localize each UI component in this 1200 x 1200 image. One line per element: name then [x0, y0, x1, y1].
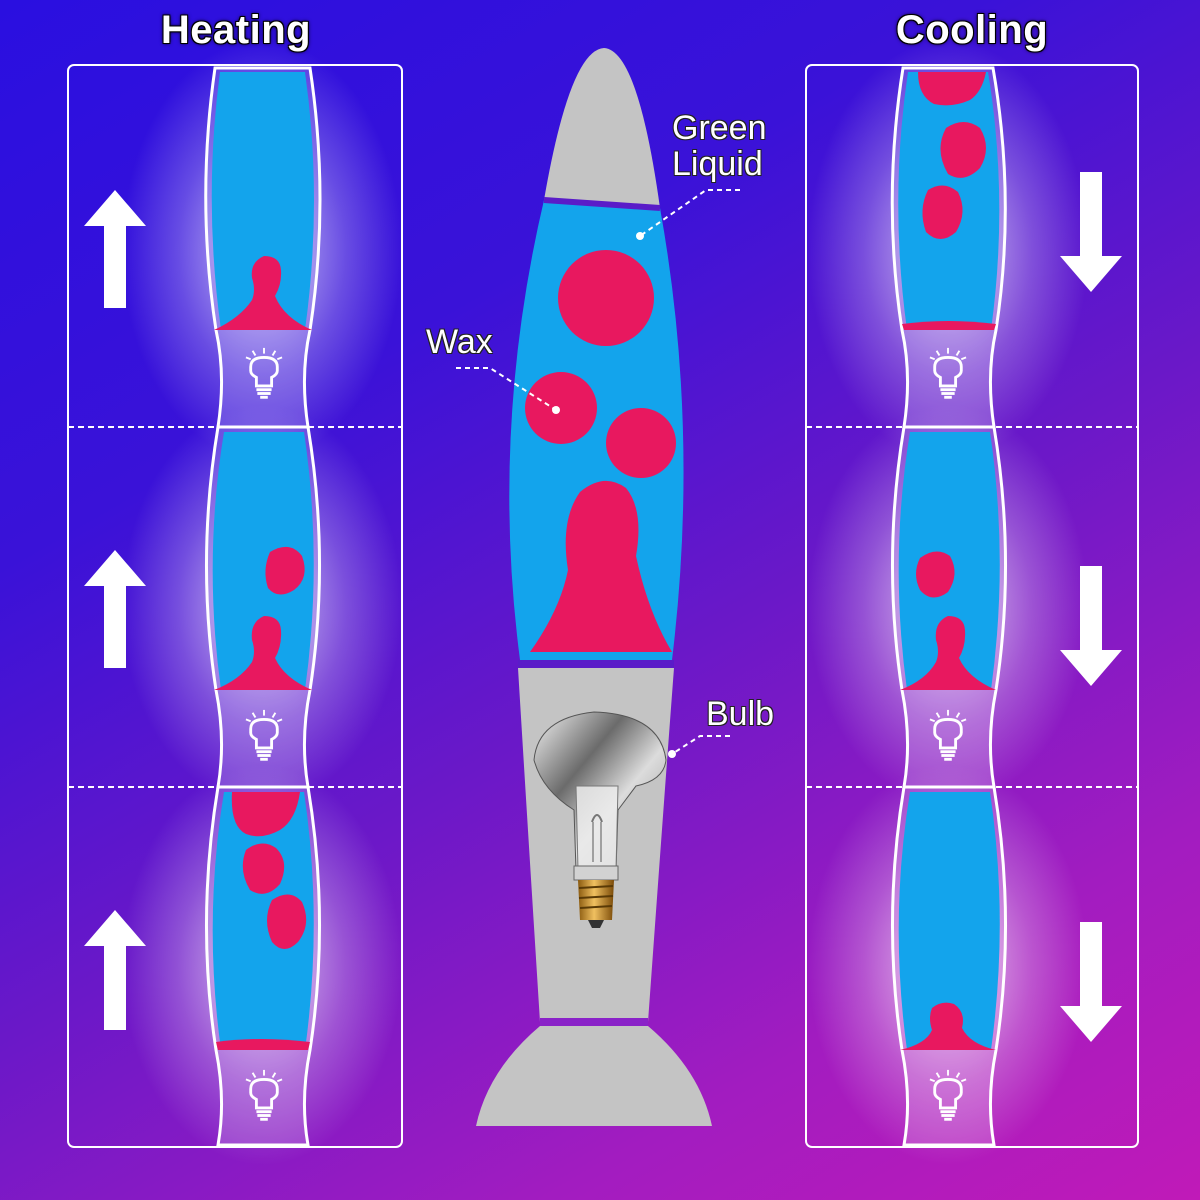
cooling-step-2-wax-blob [916, 551, 955, 598]
liquid-label: Green Liquid [672, 110, 767, 182]
callout-lines [456, 189, 740, 758]
heating-step-3-wax-top [231, 792, 300, 837]
heating-heading: Heating [160, 8, 312, 52]
heating-step-2-wax-blob [265, 546, 305, 595]
cooling-step-2-wax [900, 616, 996, 690]
cooling-panel [805, 40, 1139, 1165]
cooling-step-2 [890, 425, 1122, 789]
bulb-leader-line [671, 735, 730, 755]
liquid-leader-line [639, 189, 740, 237]
lamp-wax-base [530, 480, 672, 652]
cooling-panel-border [805, 64, 1139, 1148]
bulb-icon [533, 711, 667, 928]
cooling-step-1-wax-base [902, 321, 996, 330]
lamp-wax-blob-1 [558, 250, 654, 346]
lamp-cap [544, 48, 660, 208]
heating-step-3-wax-blob-2 [267, 894, 307, 949]
heating-step-3 [84, 785, 322, 1147]
heating-step-3-wax-blob-1 [242, 843, 285, 894]
cooling-step-3 [890, 785, 1122, 1147]
cooling-step-2-down-arrow-icon [1060, 566, 1122, 686]
lamp-foot [476, 1026, 712, 1126]
heating-step-3-wax-base [216, 1039, 310, 1050]
wax-label: Wax [426, 323, 493, 361]
heating-panel-border [67, 64, 403, 1148]
cooling-step-3-wax [900, 1002, 996, 1050]
liquid-label-line2: Liquid [672, 145, 763, 183]
cooling-step-1-wax-blob-1 [940, 122, 986, 178]
cooling-step-1-wax-top [918, 72, 986, 106]
heating-step-1 [84, 66, 322, 429]
lava-lamp [476, 48, 712, 1126]
heating-step-2 [84, 425, 322, 789]
cooling-step-3-down-arrow-icon [1060, 922, 1122, 1042]
bulb-label: Bulb [706, 695, 775, 733]
heating-step-2-wax [214, 616, 312, 690]
cooling-step-1-wax-blob-2 [922, 185, 963, 239]
heating-panel [67, 40, 403, 1165]
heating-step-1-up-arrow-icon [84, 190, 146, 308]
lamp-wax-blob-3 [606, 408, 676, 478]
cooling-step-1 [890, 66, 1122, 429]
heating-step-1-wax [214, 256, 312, 330]
cooling-heading: Cooling [895, 8, 1049, 52]
wax-leader-line [456, 367, 557, 411]
heating-step-2-up-arrow-icon [84, 550, 146, 668]
lamp-wax-blob-2 [525, 372, 597, 444]
heating-step-3-up-arrow-icon [84, 910, 146, 1030]
liquid-label-line1: Green [672, 109, 767, 147]
cooling-step-1-down-arrow-icon [1060, 172, 1122, 292]
